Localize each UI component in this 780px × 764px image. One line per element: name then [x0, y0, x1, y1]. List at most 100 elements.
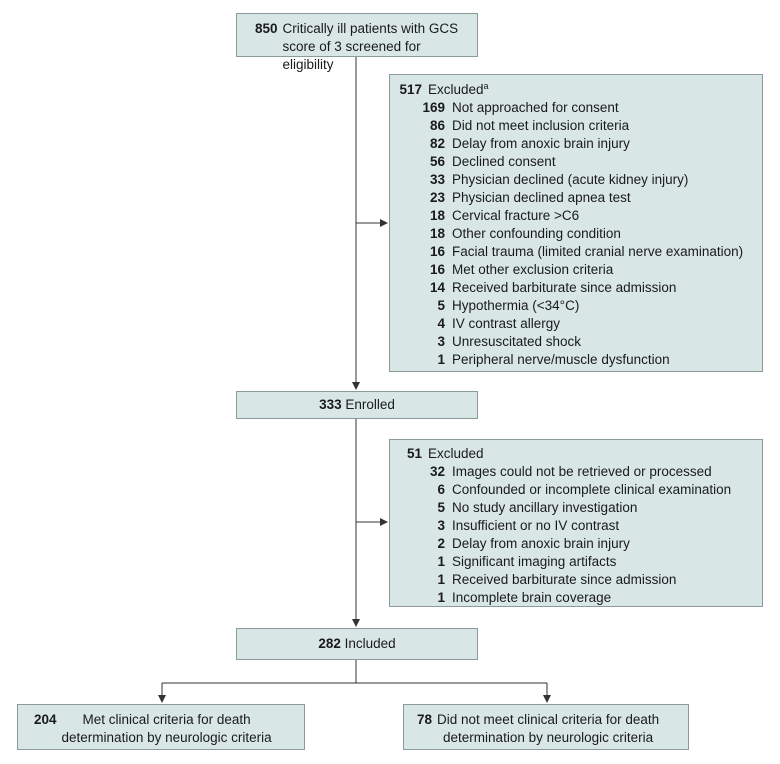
- reason-count: 1: [437, 554, 445, 569]
- reason-count: 1: [437, 590, 445, 605]
- reason-row: 5 Hypothermia (<34°C): [390, 297, 762, 315]
- reason-count: 5: [437, 298, 445, 313]
- excluded-1-reasons: 169 Not approached for consent 86 Did not m…: [390, 99, 762, 369]
- reason-label: Incomplete brain coverage: [452, 590, 612, 605]
- reason-row: 5 No study ancillary investigation: [390, 499, 762, 517]
- reason-label: Met other exclusion criteria: [452, 262, 614, 277]
- reason-label: Insufficient or no IV contrast: [452, 518, 620, 533]
- excluded-1-header: 517 Excludeda: [390, 81, 762, 99]
- reason-count: 5: [437, 500, 445, 515]
- enrolled-box: 333 Enrolled: [236, 391, 478, 419]
- reason-label: Did not meet inclusion criteria: [452, 118, 630, 133]
- reason-row: 23 Physician declined apnea test: [390, 189, 762, 207]
- reason-label: No study ancillary investigation: [452, 500, 638, 515]
- excluded-1-count: 517: [399, 82, 422, 97]
- not-met-label-line1: Did not meet clinical criteria for death: [437, 712, 660, 727]
- excluded-2-label: Excluded: [428, 446, 484, 461]
- reason-row: 1 Peripheral nerve/muscle dysfunction: [390, 351, 762, 369]
- not-met-count: 78: [417, 712, 433, 727]
- reason-row: 1 Significant imaging artifacts: [390, 553, 762, 571]
- reason-row: 18 Other confounding condition: [390, 225, 762, 243]
- reason-count: 2: [437, 536, 445, 551]
- reason-row: 169 Not approached for consent: [390, 99, 762, 117]
- not-met-label-line2: determination by neurologic criteria: [443, 730, 654, 745]
- reason-count: 16: [429, 244, 445, 259]
- reason-count: 1: [437, 352, 445, 367]
- reason-row: 4 IV contrast allergy: [390, 315, 762, 333]
- excluded-2-header: 51 Excluded: [390, 445, 762, 463]
- reason-count: 23: [429, 190, 445, 205]
- reason-count: 4: [437, 316, 445, 331]
- met-label-line1: Met clinical criteria for death: [82, 712, 251, 727]
- reason-row: 82 Delay from anoxic brain injury: [390, 135, 762, 153]
- reason-count: 82: [429, 136, 445, 151]
- excluded-1-label-text: Excluded: [428, 82, 484, 97]
- enrolled-count: 333: [319, 397, 342, 412]
- included-count: 282: [318, 636, 341, 651]
- reason-count: 56: [429, 154, 445, 169]
- reason-label: Peripheral nerve/muscle dysfunction: [452, 352, 670, 367]
- reason-row: 6 Confounded or incomplete clinical exami…: [390, 481, 762, 499]
- reason-label: Delay from anoxic brain injury: [452, 136, 630, 151]
- reason-label: IV contrast allergy: [452, 316, 561, 331]
- reason-count: 86: [429, 118, 445, 133]
- reason-label: Declined consent: [452, 154, 556, 169]
- excluded-2-count: 51: [406, 446, 422, 461]
- reason-count: 3: [437, 518, 445, 533]
- met-count: 204: [34, 712, 57, 727]
- reason-count: 169: [422, 100, 445, 115]
- reason-count: 16: [429, 262, 445, 277]
- reason-label: Cervical fracture >C6: [452, 208, 580, 223]
- reason-count: 32: [429, 464, 445, 479]
- screened-box: 850 Critically ill patients with GCS sco…: [236, 13, 478, 72]
- reason-row: 32 Images could not be retrieved or proce…: [390, 463, 762, 481]
- reason-count: 6: [437, 482, 445, 497]
- reason-row: 3 Insufficient or no IV contrast: [390, 517, 762, 535]
- reason-count: 18: [429, 208, 445, 223]
- reason-row: 14 Received barbiturate since admission: [390, 279, 762, 297]
- reason-count: 33: [429, 172, 445, 187]
- screened-label-line2: score of 3 screened for eligibility: [282, 39, 421, 72]
- reason-row: 16 Met other exclusion criteria: [390, 261, 762, 279]
- reason-label: Facial trauma (limited cranial nerve exa…: [452, 244, 744, 259]
- enrolled-label: Enrolled: [345, 397, 395, 412]
- reason-row: 16 Facial trauma (limited cranial nerve e…: [390, 243, 762, 261]
- included-label: Included: [344, 636, 396, 651]
- reason-label: Not approached for consent: [452, 100, 619, 115]
- reason-count: 14: [429, 280, 445, 295]
- reason-label: Received barbiturate since admission: [452, 280, 677, 295]
- screened-label: Critically ill patients with GCS score o…: [283, 20, 469, 74]
- reason-label: Hypothermia (<34°C): [452, 298, 580, 313]
- reason-label: Images could not be retrieved or process…: [452, 464, 712, 479]
- not-met-criteria-box: 78 Did not meet clinical criteria for de…: [403, 704, 689, 750]
- screened-count: 850: [255, 21, 278, 36]
- reason-count: 1: [437, 572, 445, 587]
- included-box: 282 Included: [236, 628, 478, 660]
- reason-row: 3 Unresuscitated shock: [390, 333, 762, 351]
- reason-row: 1 Incomplete brain coverage: [390, 589, 762, 607]
- reason-row: 86 Did not meet inclusion criteria: [390, 117, 762, 135]
- reason-label: Other confounding condition: [452, 226, 621, 241]
- reason-row: 1 Received barbiturate since admission: [390, 571, 762, 589]
- reason-row: 56 Declined consent: [390, 153, 762, 171]
- excluded-box-1: 517 Excludeda 169 Not approached for cons…: [389, 74, 763, 372]
- reason-count: 3: [437, 334, 445, 349]
- reason-count: 18: [429, 226, 445, 241]
- reason-label: Delay from anoxic brain injury: [452, 536, 630, 551]
- met-criteria-box: 204 Met clinical criteria for death dete…: [17, 704, 305, 750]
- reason-row: 2 Delay from anoxic brain injury: [390, 535, 762, 553]
- not-met-label: Did not meet clinical criteria for death…: [437, 711, 659, 747]
- reason-label: Unresuscitated shock: [452, 334, 582, 349]
- reason-label: Physician declined (acute kidney injury): [452, 172, 689, 187]
- reason-label: Received barbiturate since admission: [452, 572, 677, 587]
- reason-label: Significant imaging artifacts: [452, 554, 617, 569]
- reason-label: Confounded or incomplete clinical examin…: [452, 482, 732, 497]
- reason-row: 33 Physician declined (acute kidney injur…: [390, 171, 762, 189]
- reason-label: Physician declined apnea test: [452, 190, 631, 205]
- reason-row: 18 Cervical fracture >C6: [390, 207, 762, 225]
- screened-label-line1: Critically ill patients with GCS: [282, 21, 459, 36]
- excluded-1-label: Excludeda: [428, 81, 489, 99]
